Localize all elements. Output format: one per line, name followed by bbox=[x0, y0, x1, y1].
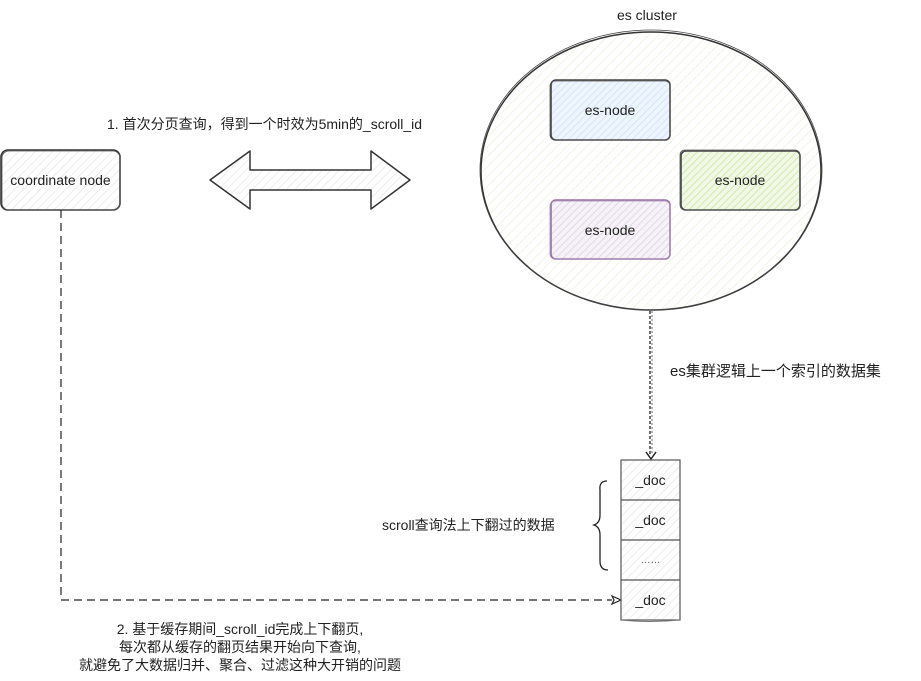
doc-stack bbox=[620, 459, 681, 622]
coordinate-node-label: coordinate node bbox=[10, 172, 111, 188]
es-node-label: es-node bbox=[584, 102, 636, 118]
es-node-blue bbox=[549, 79, 671, 141]
step2-note: 2. 基于缓存期间_scroll_id完成上下翻页, 每次都从缓存的翻页结果开始… bbox=[30, 620, 450, 674]
cluster-to-docs-connector bbox=[645, 311, 657, 461]
doc-cell-ellipsis: …… bbox=[640, 554, 661, 566]
step1-label: 1. 首次分页查询，得到一个时效为5min的_scroll_id bbox=[107, 116, 423, 132]
doc-cell: _doc bbox=[635, 472, 666, 488]
es-node-label: es-node bbox=[584, 222, 636, 238]
scrolled-data-label: scroll查询法上下翻过的数据 bbox=[382, 517, 555, 533]
es-node-label: es-node bbox=[714, 172, 766, 188]
cluster-title: es cluster bbox=[617, 7, 677, 23]
es-node-green bbox=[679, 149, 801, 211]
bidirectional-arrow bbox=[209, 150, 411, 210]
es-node-purple bbox=[549, 199, 671, 260]
coordinate-to-doc-connector bbox=[60, 210, 623, 606]
step2-line: 就避免了大数据归并、聚合、过滤这种大开销的问题 bbox=[79, 657, 401, 673]
index-dataset-label: es集群逻辑上一个索引的数据集 bbox=[670, 363, 881, 380]
step2-line: 每次都从缓存的翻页结果开始向下查询, bbox=[119, 639, 361, 655]
step2-line: 2. 基于缓存期间_scroll_id完成上下翻页, bbox=[116, 621, 364, 637]
curly-brace bbox=[591, 480, 609, 571]
doc-cell: _doc bbox=[635, 512, 666, 528]
doc-cell: _doc bbox=[635, 592, 666, 608]
